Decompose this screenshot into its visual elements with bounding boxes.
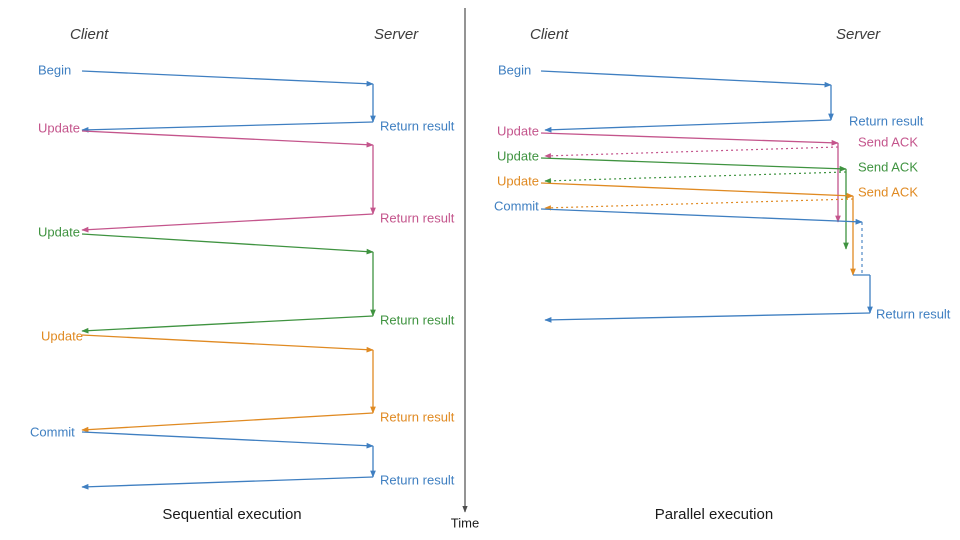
response-label: Return result: [380, 210, 455, 225]
request-arrow: [81, 130, 374, 148]
request-label: Update: [497, 148, 539, 163]
response-label: Send ACK: [858, 159, 918, 174]
request-label: Commit: [494, 198, 539, 213]
request-label: Update: [41, 328, 83, 343]
request-label: Update: [38, 120, 80, 135]
response-arrow: [81, 315, 374, 334]
response-arrow: [544, 119, 832, 133]
request-arrow: [540, 70, 832, 88]
request-arrow: [81, 70, 374, 87]
response-label: Return result: [380, 472, 455, 487]
request-arrow: [81, 334, 374, 353]
response-arrow: [544, 312, 871, 323]
actor-label-client: Client: [530, 26, 569, 43]
time-axis-label: Time: [451, 515, 479, 530]
actor-label-client: Client: [70, 26, 109, 43]
response-arrow: [81, 412, 374, 433]
request-label: Begin: [38, 62, 71, 77]
request-arrow: [540, 132, 839, 146]
request-label: Update: [38, 224, 80, 239]
response-label: Send ACK: [858, 184, 918, 199]
request-arrow: [540, 208, 863, 225]
panel-caption: Sequential execution: [162, 506, 301, 523]
response-arrow: [81, 121, 374, 133]
response-arrow: [81, 476, 374, 490]
request-arrow: [81, 233, 374, 255]
response-label: Return result: [380, 409, 455, 424]
response-arrow: [544, 171, 847, 184]
response-label: Return result: [380, 118, 455, 133]
response-arrow: [81, 213, 374, 233]
request-arrow: [540, 157, 847, 172]
request-label: Commit: [30, 424, 75, 439]
response-arrow: [544, 198, 854, 211]
request-label: Update: [497, 123, 539, 138]
response-arrow: [544, 146, 839, 159]
actor-label-server: Server: [374, 26, 419, 43]
actor-label-server: Server: [836, 26, 881, 43]
request-label: Update: [497, 173, 539, 188]
response-label: Send ACK: [858, 134, 918, 149]
response-label: Return result: [380, 312, 455, 327]
request-arrow: [540, 182, 854, 199]
request-arrow: [81, 431, 374, 449]
time-axis-layer: Time: [451, 8, 479, 530]
response-label: Return result: [849, 113, 924, 128]
response-label: Return result: [876, 306, 951, 321]
request-label: Begin: [498, 62, 531, 77]
panel-caption: Parallel execution: [655, 506, 773, 523]
